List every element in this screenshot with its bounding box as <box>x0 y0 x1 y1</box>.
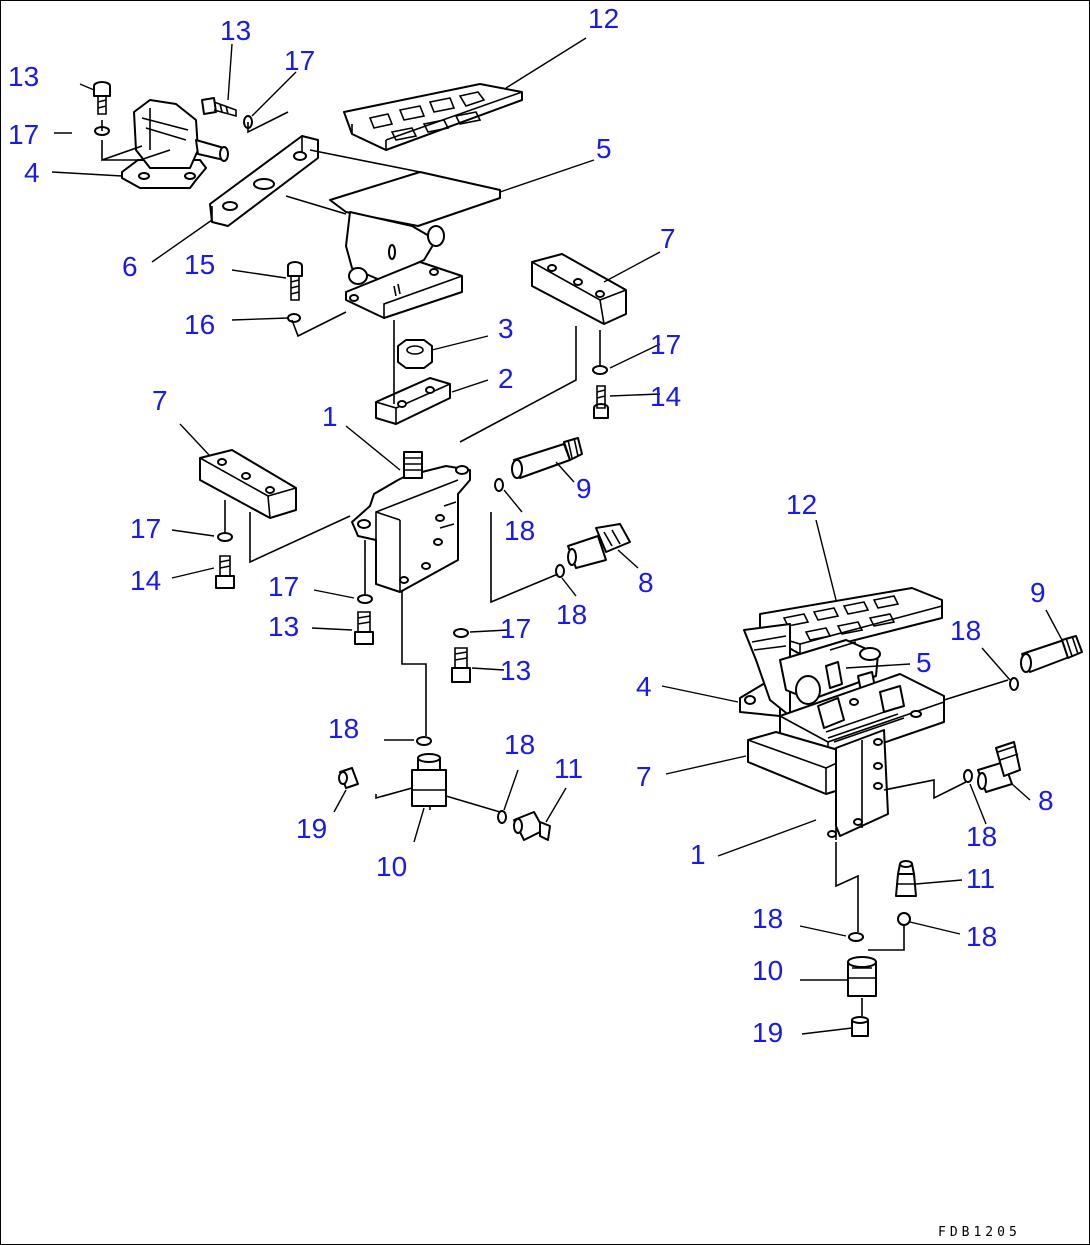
part-3-nut <box>397 339 433 369</box>
part-10-tee-b <box>847 956 877 997</box>
part-1-valve-b <box>827 729 889 840</box>
part-16-washer <box>287 313 301 323</box>
callout-14: 14 <box>650 381 681 412</box>
callout-11: 11 <box>966 863 995 894</box>
part-7-block-b <box>199 449 297 519</box>
part-9-fitting-a <box>511 437 583 479</box>
callout-12: 12 <box>588 3 619 34</box>
callout-17: 17 <box>268 571 299 602</box>
callout-13: 13 <box>220 15 251 46</box>
callout-5: 5 <box>916 647 932 678</box>
callout-8: 8 <box>1038 785 1054 816</box>
callout-19: 19 <box>296 813 327 844</box>
callout-17: 17 <box>8 119 39 150</box>
drawing-code: FDB1205 <box>938 1225 1021 1240</box>
part-base-plate-a <box>345 261 463 319</box>
assembly-lines-a <box>101 111 601 813</box>
callout-2: 2 <box>498 363 514 394</box>
callout-9: 9 <box>1030 577 1046 608</box>
callout-10: 10 <box>376 851 407 882</box>
part-13-bolt-c <box>354 611 374 645</box>
callout-15: 15 <box>184 249 215 280</box>
callout-19: 19 <box>752 1017 783 1048</box>
callout-18: 18 <box>966 921 997 952</box>
part-7-block-a <box>531 253 627 325</box>
part-19-plug-a <box>338 767 359 789</box>
part-17-washer-f <box>453 628 469 638</box>
callout-8: 8 <box>638 567 654 598</box>
part-12-pedal-pad-a <box>343 83 523 151</box>
assembly-lines-b <box>835 679 1009 1016</box>
callout-18: 18 <box>328 713 359 744</box>
callout-7: 7 <box>636 761 652 792</box>
callout-18: 18 <box>504 515 535 546</box>
part-13-bolt-a <box>93 81 111 115</box>
callout-10: 10 <box>752 955 783 986</box>
callout-labels: 13 13 17 17 4 12 5 6 15 16 3 2 7 17 14 7… <box>8 3 1054 1048</box>
part-17-washer-e <box>357 594 373 604</box>
callout-18: 18 <box>966 821 997 852</box>
callout-9: 9 <box>576 473 592 504</box>
part-18-oring-d <box>497 810 507 824</box>
part-14-bolt-a <box>215 555 235 589</box>
callout-17: 17 <box>130 513 161 544</box>
callout-5: 5 <box>596 133 612 164</box>
part-1-valve-a <box>351 451 471 593</box>
part-19-plug-b <box>851 1016 869 1037</box>
part-4-bracket-b <box>739 623 791 717</box>
part-11-nipple-a <box>513 811 551 841</box>
part-18-oring-h <box>897 912 911 926</box>
part-13-bolt-d <box>451 647 471 683</box>
callout-4: 4 <box>636 671 652 702</box>
part-6-plate <box>209 135 319 227</box>
part-8-elbow-a <box>567 523 631 569</box>
part-18-oring-g <box>848 932 864 942</box>
callout-17: 17 <box>284 45 315 76</box>
callout-3: 3 <box>498 313 514 344</box>
leader-lines-b <box>661 519 1063 1035</box>
callout-7: 7 <box>152 385 168 416</box>
callout-14: 14 <box>130 565 161 596</box>
callout-18: 18 <box>950 615 981 646</box>
callout-18: 18 <box>752 903 783 934</box>
callout-18: 18 <box>504 729 535 760</box>
callout-7: 7 <box>660 223 676 254</box>
callout-6: 6 <box>122 251 138 282</box>
part-5-pedal-arm-a <box>285 149 501 285</box>
part-15-bolt <box>287 261 303 301</box>
part-11-nipple-b <box>895 860 917 897</box>
part-8-elbow-b <box>977 741 1021 793</box>
callout-1: 1 <box>322 401 338 432</box>
callout-4: 4 <box>24 157 40 188</box>
part-14-bolt-b <box>593 385 609 419</box>
part-18-oring-f <box>963 769 973 783</box>
part-4-bracket <box>121 99 229 189</box>
callout-1: 1 <box>690 839 706 870</box>
callout-17: 17 <box>650 329 681 360</box>
callout-12: 12 <box>786 489 817 520</box>
callout-11: 11 <box>554 753 583 784</box>
callout-16: 16 <box>184 309 215 340</box>
part-18-oring-c <box>416 736 432 746</box>
part-base-plate-b <box>779 673 945 763</box>
callout-17: 17 <box>500 613 531 644</box>
part-17-washer-c <box>217 532 233 542</box>
part-18-oring-a <box>494 478 504 492</box>
callout-13: 13 <box>268 611 299 642</box>
callout-13: 13 <box>500 655 531 686</box>
callout-13: 13 <box>8 61 39 92</box>
part-10-tee-a <box>411 753 447 807</box>
part-17-washer-d <box>592 365 608 375</box>
part-2-block <box>375 377 451 425</box>
part-18-oring-e <box>1009 677 1019 691</box>
leader-lines-a <box>51 37 661 843</box>
part-9-fitting-b <box>1020 635 1083 673</box>
callout-18: 18 <box>556 599 587 630</box>
part-5-pedal-arm-b <box>779 639 881 705</box>
part-13-bolt-b <box>201 97 237 118</box>
